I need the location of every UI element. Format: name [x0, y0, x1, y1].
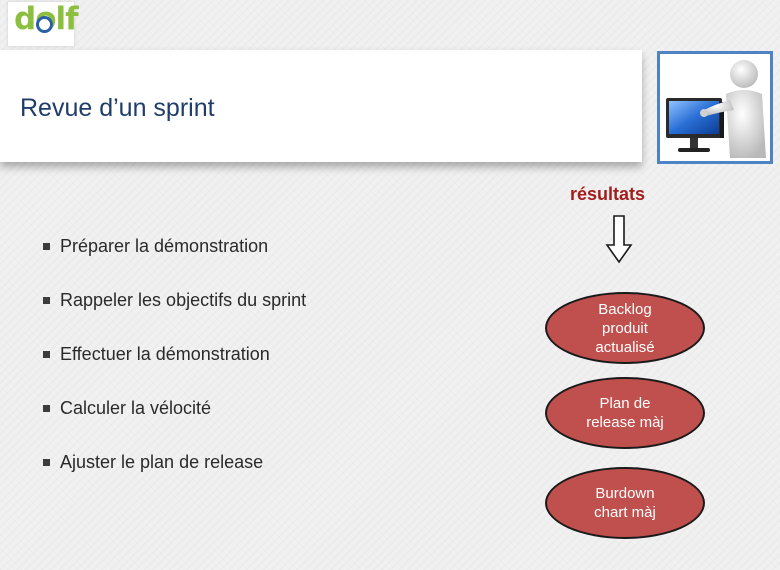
title-banner: Revue d’un sprint — [0, 50, 642, 162]
slide-title: Revue d’un sprint — [20, 94, 215, 122]
bullet-text: Effectuer la démonstration — [60, 344, 270, 364]
square-bullet-icon — [43, 243, 50, 250]
result-oval-burndown-chart: Burdown chart màj — [545, 467, 705, 539]
bullet-text: Ajuster le plan de release — [60, 452, 264, 472]
result-oval-release-plan: Plan de release màj — [545, 377, 705, 449]
square-bullet-icon — [43, 459, 50, 466]
bullet-text: Calculer la vélocité — [60, 398, 212, 418]
person-pointing-at-monitor-icon — [666, 60, 766, 158]
bullet-text: Rappeler les objectifs du sprint — [60, 290, 307, 310]
square-bullet-icon — [43, 297, 50, 304]
square-bullet-icon — [43, 351, 50, 358]
list-item: Ajuster le plan de release — [40, 452, 306, 506]
illustration-frame — [657, 51, 773, 164]
list-item: Calculer la vélocité — [40, 398, 306, 452]
square-bullet-icon — [43, 405, 50, 412]
down-arrow-outline-icon — [605, 215, 633, 264]
bullet-text: Préparer la démonstration — [60, 236, 269, 256]
list-item: Rappeler les objectifs du sprint — [40, 290, 306, 344]
list-item: Préparer la démonstration — [40, 236, 306, 290]
logo-ring-icon — [36, 16, 53, 33]
company-logo: dolf — [8, 1, 79, 46]
bullet-list: Préparer la démonstration Rappeler les o… — [40, 236, 306, 506]
list-item: Effectuer la démonstration — [40, 344, 306, 398]
results-label: résultats — [570, 184, 646, 204]
result-oval-backlog: Backlog produit actualisé — [545, 292, 705, 364]
